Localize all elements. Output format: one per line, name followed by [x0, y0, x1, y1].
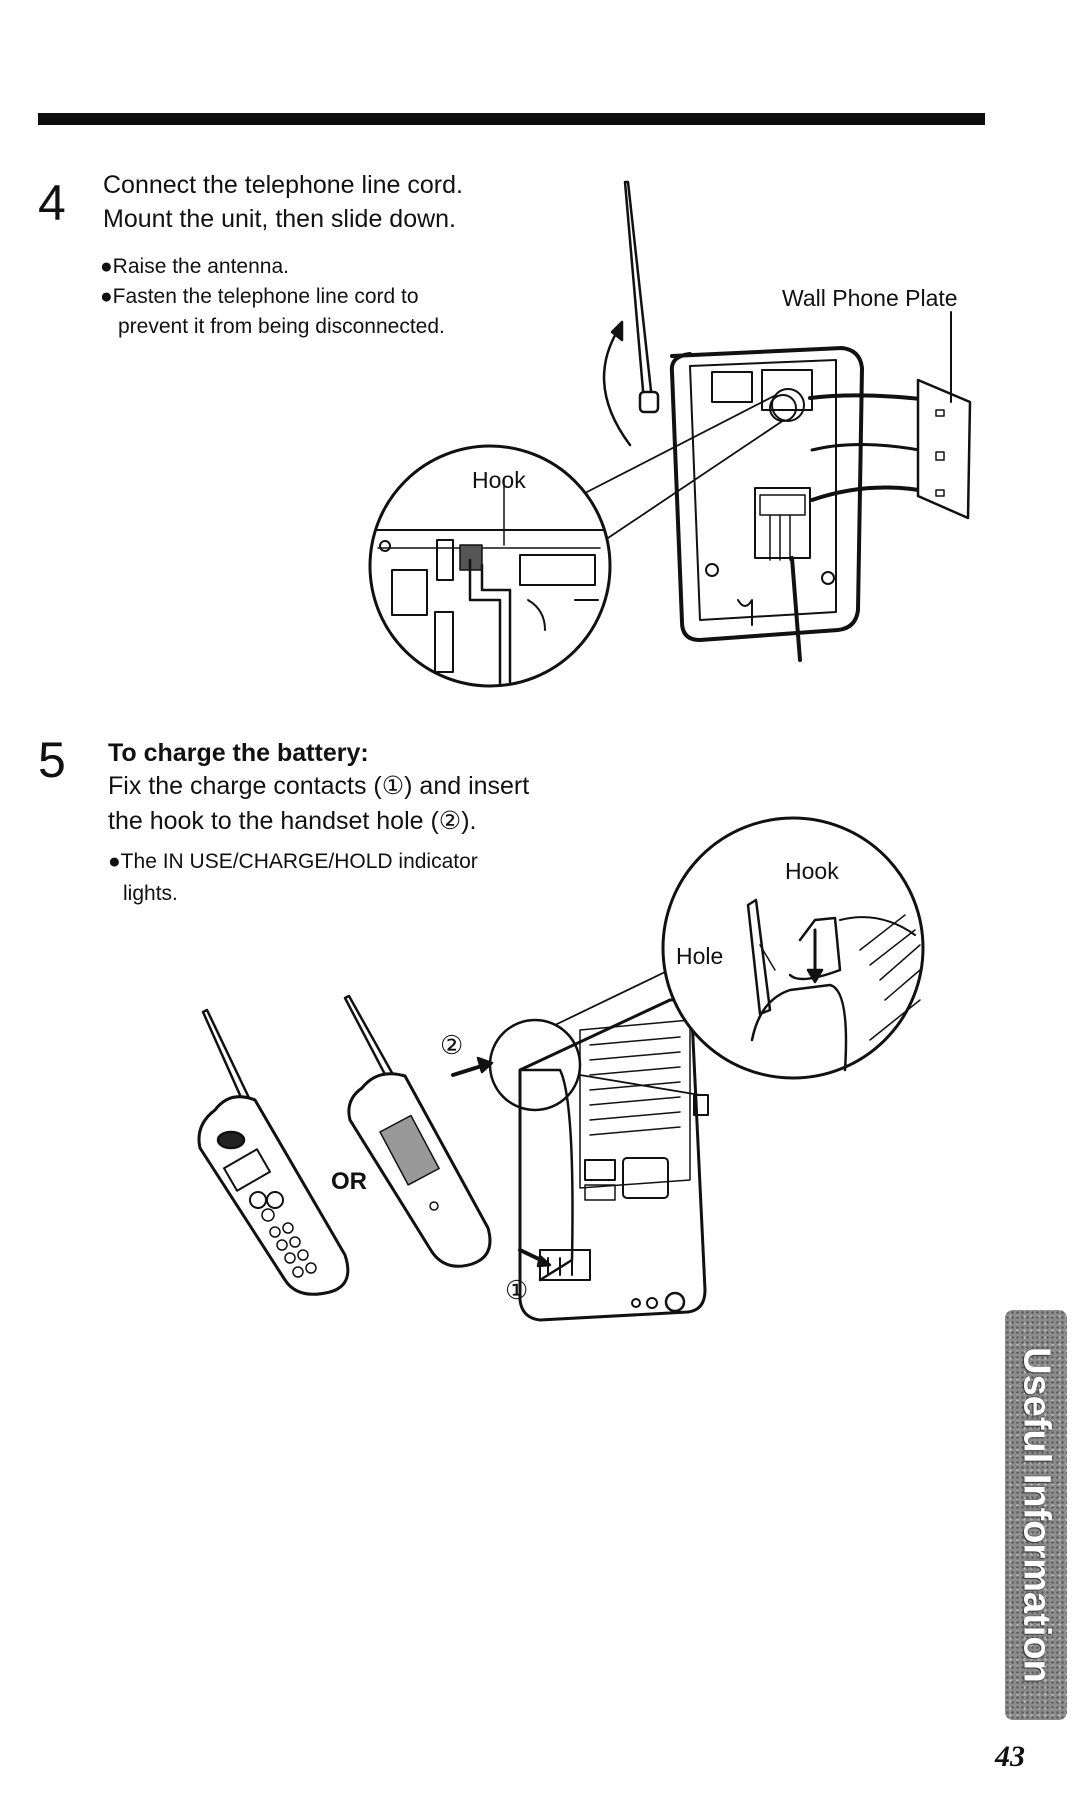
hole-label: Hole: [676, 943, 724, 969]
step-4-line-1: Connect the telephone line cord.: [103, 171, 463, 199]
step-4-bullet-1: ●Raise the antenna.: [100, 255, 289, 278]
hook-hole-detail-circle: [661, 816, 925, 1080]
section-tab: Useful Information: [1005, 1310, 1067, 1720]
wall-mounted-base-illustration: [584, 180, 972, 662]
step-5-bullet-1b: lights.: [123, 882, 178, 905]
hook-label-step-5: Hook: [785, 858, 839, 884]
step-5-line-1: Fix the charge contacts (①) and insert: [108, 772, 530, 800]
step-4-line-2: Mount the unit, then slide down.: [103, 205, 457, 233]
step-4-bullet-2a: ●Fasten the telephone line cord to: [100, 285, 419, 308]
step-5-number: 5: [38, 732, 66, 788]
page-number: 43: [995, 1740, 1025, 1773]
marker-1: ①: [505, 1275, 529, 1305]
wall-phone-plate-label: Wall Phone Plate: [782, 285, 958, 311]
section-tab-label: Useful Information: [1015, 1347, 1058, 1683]
step-5-line-2: the hook to the handset hole (②).: [108, 807, 477, 835]
hook-label-step-4: Hook: [472, 467, 526, 493]
step-5-bullet-1a: ●The IN USE/CHARGE/HOLD indicator: [108, 850, 478, 873]
handset-back-illustration: [343, 994, 492, 1268]
or-label: OR: [331, 1168, 367, 1195]
charger-base-illustration: [451, 959, 709, 1322]
step-4-bullet-2b: prevent it from being disconnected.: [118, 315, 445, 338]
top-rule: [38, 113, 985, 125]
step-4-number: 4: [38, 175, 66, 231]
hook-detail-circle: [368, 444, 612, 688]
step-5-heading: To charge the battery:: [108, 739, 369, 767]
handset-front-illustration: [197, 1008, 350, 1296]
marker-2: ②: [440, 1030, 464, 1060]
